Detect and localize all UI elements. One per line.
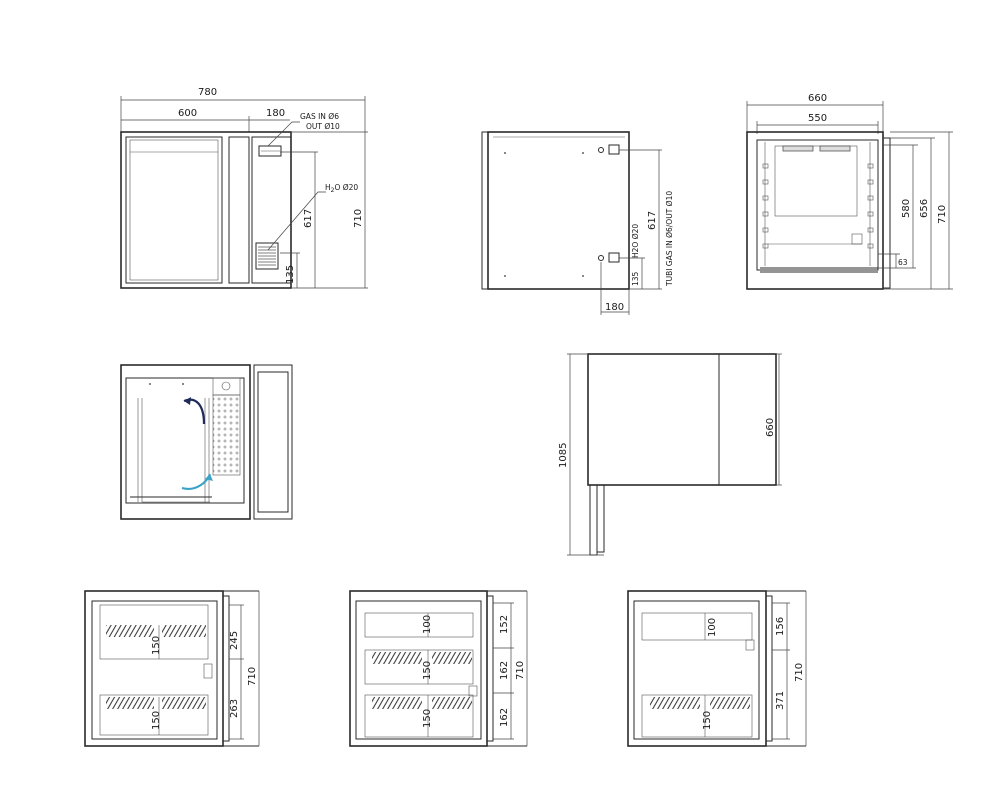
dim-side-580: 580 — [901, 199, 912, 218]
config-2-dim-162a: 162 — [499, 661, 510, 680]
config-2-tray-c: 150 — [422, 709, 433, 728]
dim-front-617: 617 — [303, 209, 314, 228]
dim-front-180: 180 — [266, 108, 285, 119]
dim-front-780: 780 — [198, 87, 217, 98]
config-1-dim-263: 263 — [229, 699, 240, 718]
config-2-tray-b: 150 — [422, 661, 433, 680]
front-view: 780 600 180 GAS IN Ø6 OUT Ø10 H2 — [120, 87, 368, 289]
dim-side-660: 660 — [808, 93, 827, 104]
rear-tubi-label: TUBI GAS IN Ø6/OUT Ø10 — [665, 191, 674, 287]
config-1-dim-245: 245 — [229, 631, 240, 650]
dim-side-656: 656 — [919, 199, 930, 218]
front-gas-out-label: OUT Ø10 — [306, 122, 340, 131]
plan-view: 1085 660 — [558, 353, 782, 556]
front-water-label: H2O Ø20 — [325, 183, 358, 194]
config-1-dim-710: 710 — [247, 667, 258, 686]
dim-front-600: 600 — [178, 108, 197, 119]
config-3-dim-371: 371 — [775, 691, 786, 710]
config-1-tray-a: 150 — [151, 636, 162, 655]
dim-front-135: 135 — [285, 265, 296, 284]
config-2-dim-710: 710 — [515, 661, 526, 680]
dim-front-710: 710 — [353, 209, 364, 228]
config-2-dim-152: 152 — [499, 615, 510, 634]
dim-side-710: 710 — [937, 205, 948, 224]
config-1-view: 150 150 245 263 710 — [84, 590, 260, 747]
dim-plan-1085: 1085 — [558, 443, 569, 468]
front-vent-grill — [255, 242, 279, 270]
config-3-tray-a: 100 — [707, 618, 718, 637]
section-view — [120, 364, 293, 520]
svg-text:H2O Ø20: H2O Ø20 — [325, 183, 358, 194]
rear-135-label: 135 — [631, 271, 640, 286]
config-3-view: 100 150 156 371 710 — [627, 590, 807, 747]
config-3-dim-710: 710 — [794, 663, 805, 682]
dim-rear-617: 617 — [647, 211, 658, 230]
dim-side-550: 550 — [808, 113, 827, 124]
side-view: 660 550 580 — [746, 93, 953, 290]
config-2-view: 100 150 150 152 162 162 710 — [349, 590, 528, 747]
dim-side-63: 63 — [898, 258, 908, 267]
config-3-tray-b: 150 — [702, 711, 713, 730]
dim-rear-180: 180 — [605, 302, 624, 313]
dim-plan-660: 660 — [765, 418, 776, 437]
front-gas-in-label: GAS IN Ø6 — [300, 112, 339, 121]
rear-view: 180 617 H2O Ø20 135 TUBI GAS IN Ø6/OUT Ø… — [481, 131, 674, 315]
config-2-tray-a: 100 — [422, 615, 433, 634]
config-2-dim-162b: 162 — [499, 708, 510, 727]
rear-h2o-label: H2O Ø20 — [631, 224, 640, 258]
config-1-tray-b: 150 — [151, 711, 162, 730]
config-3-dim-156: 156 — [775, 617, 786, 636]
